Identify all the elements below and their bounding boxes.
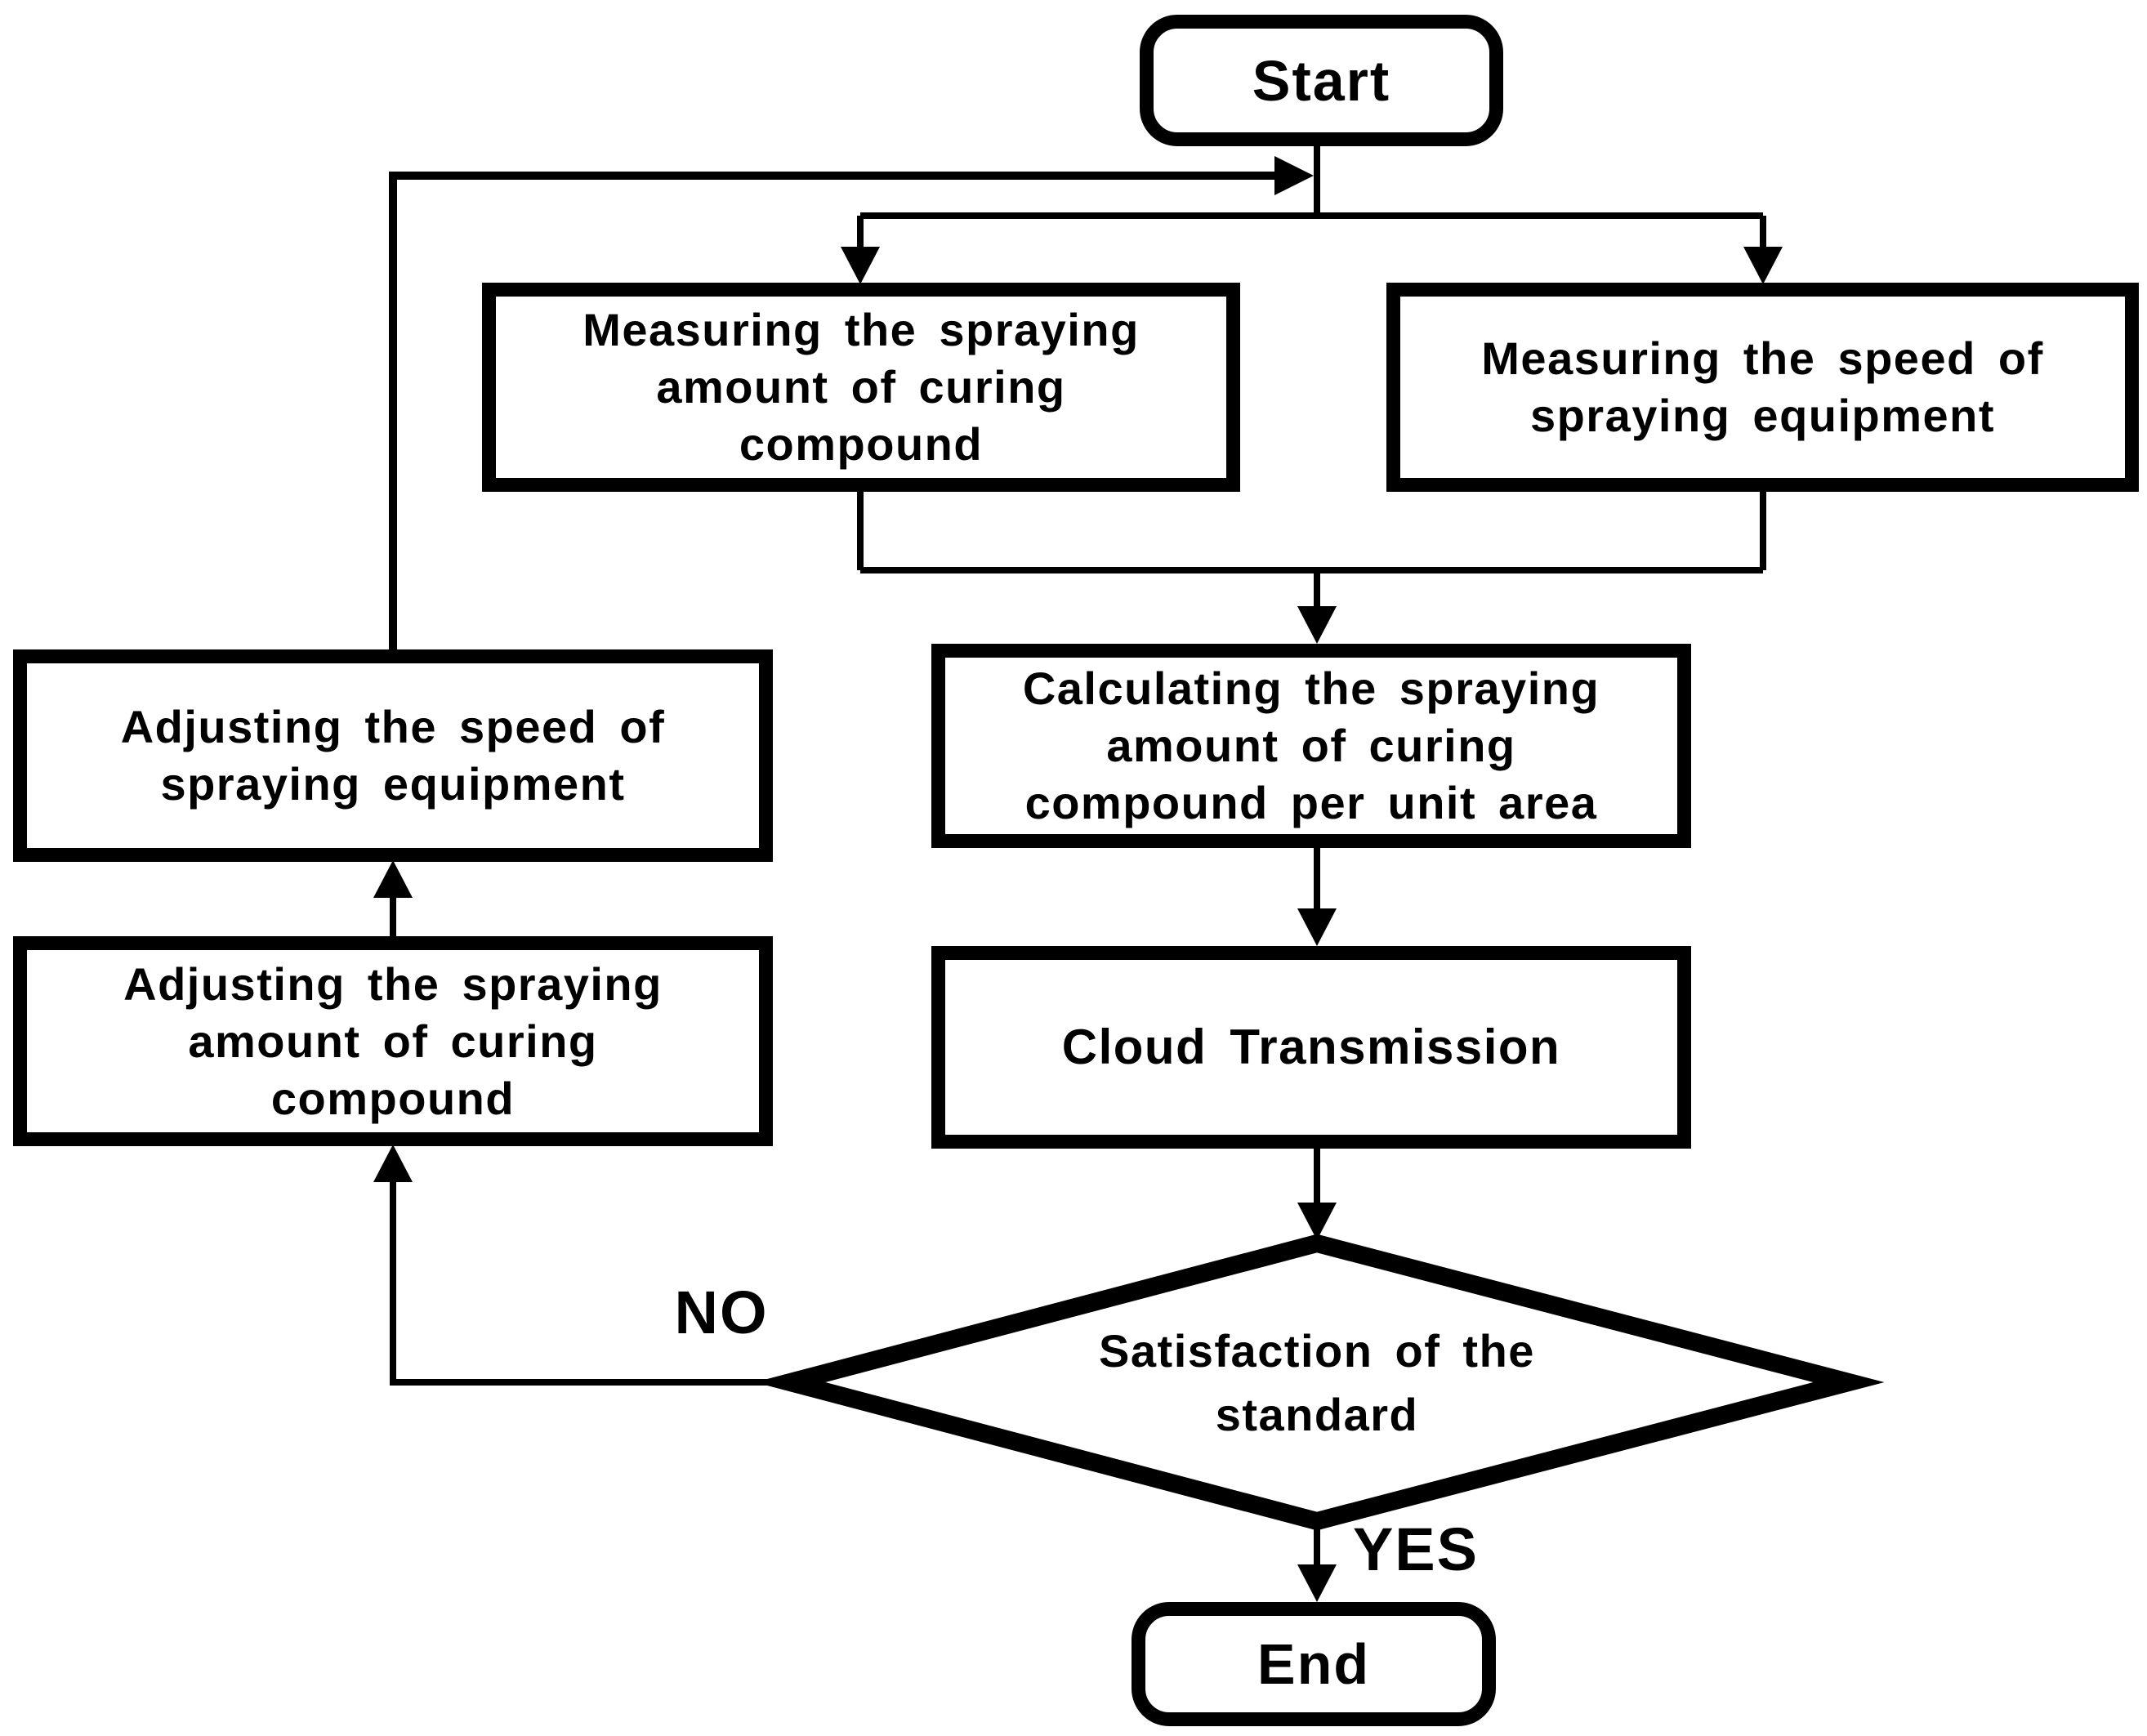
- measure-amount-node: Measuring the spraying amount of curing …: [482, 283, 1240, 492]
- arrowhead-into-calculate: [1297, 606, 1337, 644]
- edge-feedback-loop: [389, 172, 1274, 651]
- yes-branch-label: YES: [1352, 1515, 1480, 1583]
- cloud-transmission-node: Cloud Transmission: [931, 946, 1691, 1149]
- arrowhead-into-decision: [1297, 1203, 1337, 1240]
- arrowhead-into-measure-speed: [1743, 247, 1783, 284]
- arrowhead-into-measure-amount: [841, 247, 880, 284]
- decision-node-label: Satisfaction of the standard: [1099, 1324, 1535, 1440]
- arrowhead-into-cloud: [1297, 908, 1337, 946]
- decision-diamond-shape: [754, 1234, 1885, 1531]
- arrowhead-feedback-right: [1274, 156, 1314, 195]
- end-node: End: [1132, 1602, 1496, 1726]
- adjust-speed-node: Adjusting the speed of spraying equipmen…: [13, 649, 773, 862]
- adjust-amount-node: Adjusting the spraying amount of curing …: [13, 936, 773, 1146]
- arrowhead-into-end: [1297, 1564, 1337, 1602]
- start-node: Start: [1140, 15, 1503, 146]
- no-branch-label: NO: [674, 1278, 769, 1346]
- edge-no-path: [390, 1182, 790, 1386]
- measure-speed-node: Measuring the speed of spraying equipmen…: [1386, 283, 2139, 492]
- arrowhead-into-adjust-speed: [373, 860, 413, 898]
- arrowhead-into-adjust-amount: [373, 1145, 413, 1182]
- calculate-node: Calculating the spraying amount of curin…: [931, 644, 1691, 848]
